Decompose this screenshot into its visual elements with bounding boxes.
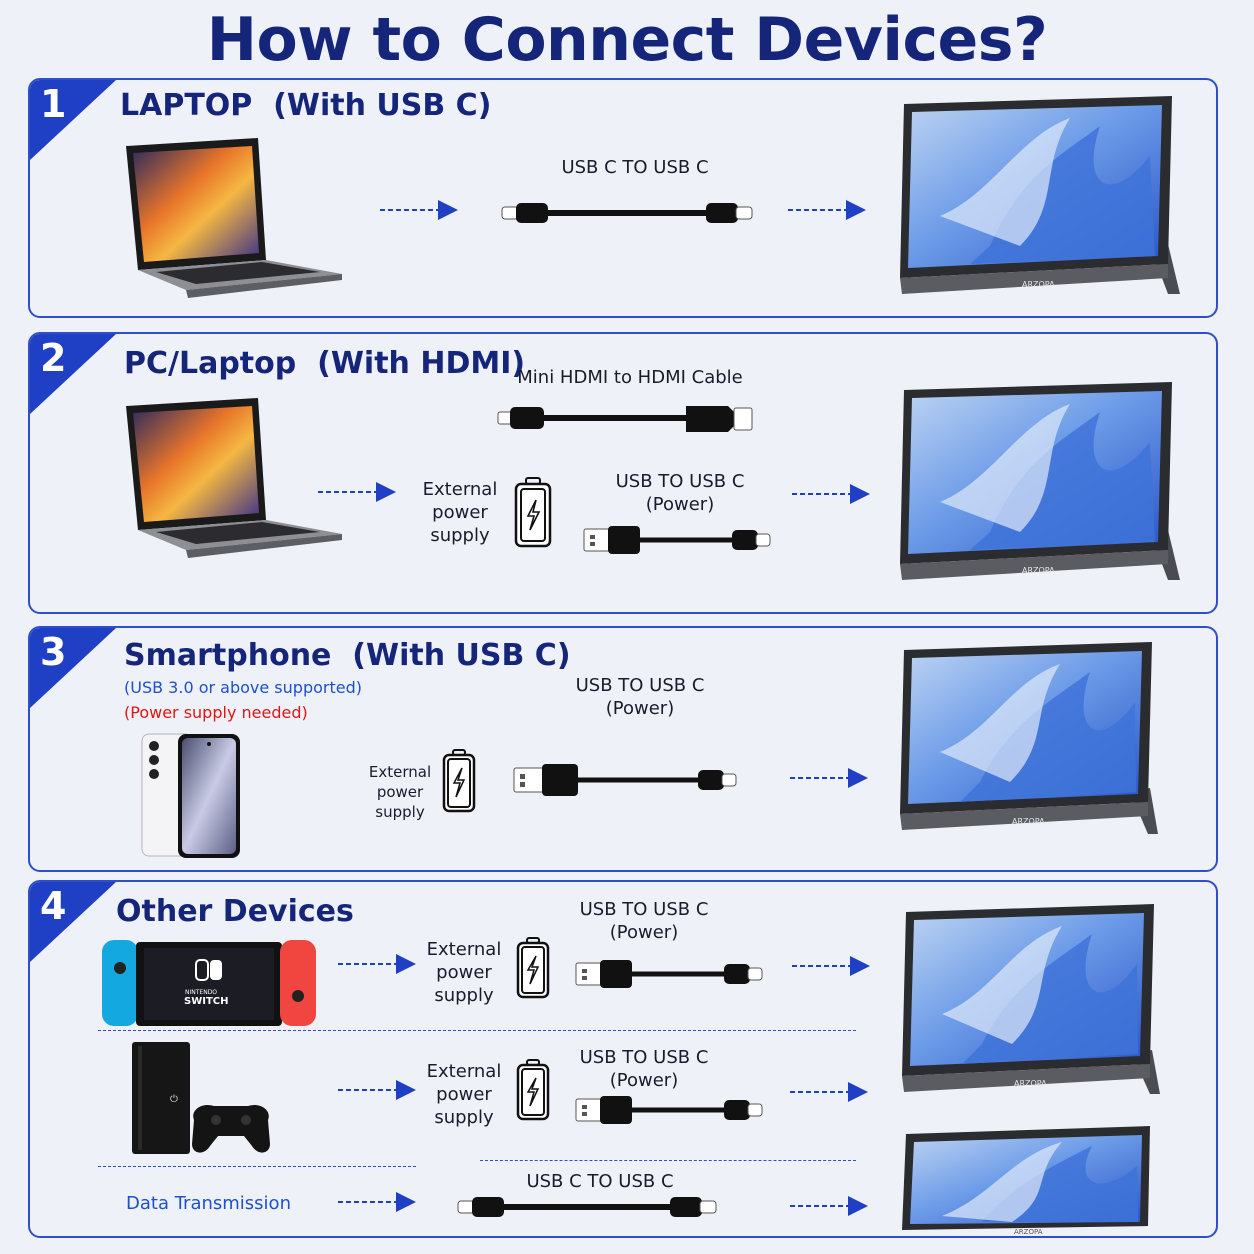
- svg-text:ARZOPA: ARZOPA: [1014, 1228, 1043, 1236]
- usb-support-note: (USB 3.0 or above supported): [124, 678, 362, 697]
- portable-monitor-icon: ARZOPA: [902, 904, 1160, 1094]
- arrow-icon: [318, 482, 396, 502]
- usbc-cable-icon: [457, 1197, 717, 1217]
- svg-text:ARZOPA: ARZOPA: [1022, 566, 1055, 575]
- svg-text:SWITCH: SWITCH: [184, 996, 228, 1007]
- smartphone-icon: [141, 733, 240, 858]
- section-title: LAPTOP (With USB C): [120, 88, 492, 123]
- row-divider: [98, 1166, 416, 1167]
- section-title: Smartphone (With USB C): [124, 638, 571, 673]
- power-cable-label: USB TO USB C(Power): [579, 899, 709, 943]
- arrow-icon: [790, 1082, 868, 1102]
- portable-monitor-icon: ARZOPA: [900, 382, 1180, 580]
- arrow-icon: [790, 1196, 868, 1216]
- section-smartphone: 3 Smartphone (With USB C) (USB 3.0 or ab…: [28, 626, 1218, 872]
- cable-label: USB C TO USB C: [561, 157, 709, 178]
- arrow-icon: [338, 954, 416, 974]
- laptop-icon: [126, 398, 342, 558]
- arrow-icon: [792, 484, 870, 504]
- portable-monitor-icon: ARZOPA: [900, 96, 1180, 294]
- battery-icon: [442, 749, 476, 813]
- usbc-cable-icon: [501, 203, 753, 223]
- section-laptop-usbc: 1 LAPTOP (With USB C) USB C TO USB C ARZ…: [28, 78, 1218, 318]
- section-number-badge: 2: [30, 334, 116, 414]
- hdmi-cable-icon: [497, 406, 753, 432]
- arrow-icon: [792, 956, 870, 976]
- section-title: PC/Laptop (With HDMI): [124, 346, 526, 381]
- usb-to-usbc-cable-icon: [575, 1096, 763, 1124]
- portable-monitor-icon: ARZOPA: [902, 1126, 1150, 1236]
- arrow-icon: [788, 200, 866, 220]
- section-title: Other Devices: [116, 894, 354, 929]
- hdmi-cable-label: Mini HDMI to HDMI Cable: [517, 367, 743, 388]
- power-cable-label: USB TO USB C(Power): [615, 471, 745, 515]
- arrow-icon: [790, 768, 868, 788]
- row-divider: [98, 1030, 856, 1031]
- svg-text:ARZOPA: ARZOPA: [1014, 1079, 1047, 1088]
- data-cable-label: USB C TO USB C: [526, 1171, 674, 1192]
- portable-monitor-icon: ARZOPA: [900, 642, 1158, 834]
- usb-to-usbc-cable-icon: [575, 960, 763, 988]
- playstation-console-icon: ⏻: [132, 1042, 270, 1154]
- arrow-icon: [338, 1192, 416, 1212]
- power-needed-note: (Power supply needed): [124, 703, 308, 722]
- svg-text:ARZOPA: ARZOPA: [1022, 280, 1055, 289]
- svg-text:NINTENDO: NINTENDO: [185, 989, 217, 996]
- usb-to-usbc-cable-icon: [513, 764, 737, 796]
- section-number-badge: 3: [30, 628, 116, 708]
- svg-text:⏻: ⏻: [170, 1094, 178, 1105]
- nintendo-switch-icon: NINTENDO SWITCH: [102, 940, 316, 1026]
- laptop-icon: [126, 138, 342, 298]
- battery-icon: [516, 937, 550, 999]
- battery-icon: [514, 477, 552, 548]
- usb-to-usbc-cable-icon: [583, 526, 771, 554]
- svg-text:ARZOPA: ARZOPA: [1012, 817, 1045, 826]
- power-cable-label: USB TO USB C(Power): [579, 1047, 709, 1091]
- data-transmission-label: Data Transmission: [126, 1193, 291, 1214]
- page-title: How to Connect Devices?: [206, 5, 1048, 75]
- row-divider: [480, 1160, 856, 1161]
- arrow-icon: [380, 200, 458, 220]
- section-number-badge: 1: [30, 80, 116, 160]
- section-other-devices: 4 Other Devices NINTENDO SWITCH External…: [28, 880, 1218, 1238]
- arrow-icon: [338, 1080, 416, 1100]
- battery-icon: [516, 1059, 550, 1121]
- power-cable-label: USB TO USB C(Power): [575, 675, 705, 719]
